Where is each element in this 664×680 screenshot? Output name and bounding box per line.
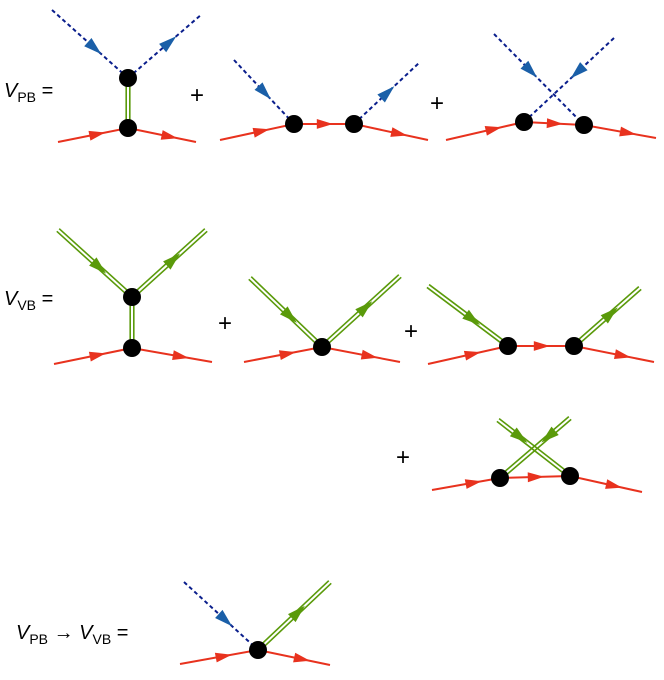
fermion-arrow (463, 350, 481, 361)
fermion-arrow (614, 349, 631, 359)
pseudoscalar-arrow (377, 86, 395, 103)
fermion-arrow (533, 341, 550, 351)
vertex-dot (249, 641, 267, 659)
pseudoscalar-line (493, 33, 585, 126)
pseudoscalar-arrow (84, 38, 102, 55)
pseudoscalar-arrow (254, 82, 271, 100)
fermion-arrow (172, 350, 189, 360)
fermion-arrow (619, 126, 637, 137)
vvb-label: VVB = (4, 288, 54, 313)
plus-operator: + (404, 318, 419, 345)
vertex-dot (575, 116, 593, 134)
fermion-arrow (278, 350, 296, 360)
vertex-dot (313, 338, 331, 356)
vector-arrow (541, 426, 559, 443)
fermion-arrow (464, 479, 482, 489)
vertex-dot (561, 467, 579, 485)
fermion-arrow (546, 118, 563, 129)
fermion-arrow (160, 130, 178, 140)
vertex-dot (123, 339, 141, 357)
pseudoscalar-arrow (570, 62, 588, 79)
vpb-label: VPB = (4, 80, 54, 105)
vector-arrow (462, 309, 480, 325)
fermion-arrow (605, 479, 622, 489)
vector-line (500, 418, 572, 480)
vertex-dot (119, 119, 137, 137)
pseudoscalar-arrow (159, 36, 177, 53)
vertex-dot (345, 115, 363, 133)
fermion-arrow (527, 472, 544, 483)
vertex-dot (499, 337, 517, 355)
fermion-arrow (390, 127, 408, 137)
fermion-arrow (252, 127, 270, 138)
fermion-arrow (484, 126, 502, 136)
fermion-arrow (88, 130, 106, 141)
vector-arrow (509, 427, 528, 443)
plus-operator: + (396, 444, 411, 471)
vector-arrow (163, 253, 181, 270)
vpb-to-vvb-label: VPB → VVB = (16, 622, 129, 647)
plus-operator: + (190, 82, 205, 109)
vector-arrow (288, 605, 305, 623)
vector-arrow (355, 301, 373, 318)
plus-operator: + (218, 310, 233, 337)
fermion-arrow (316, 119, 333, 129)
vertex-dot (285, 115, 303, 133)
vector-arrow (89, 257, 107, 274)
vector-line (496, 420, 570, 479)
pseudoscalar-line (127, 13, 203, 79)
pseudoscalar-arrow (215, 609, 233, 627)
vertex-dot (491, 469, 509, 487)
pseudoscalar-arrow (520, 60, 537, 78)
vertex-dot (515, 113, 533, 131)
fermion-arrow (88, 351, 106, 362)
plus-operator: + (430, 90, 445, 117)
fermion-arrow (214, 652, 232, 663)
vector-line (498, 416, 570, 478)
vector-arrow (600, 307, 618, 324)
vector-arrow (280, 306, 297, 323)
fermion-arrow (293, 652, 310, 663)
vertex-dot (119, 69, 137, 87)
vertex-dot (123, 288, 141, 306)
vertex-dot (565, 337, 583, 355)
fermion-arrow (360, 349, 378, 360)
